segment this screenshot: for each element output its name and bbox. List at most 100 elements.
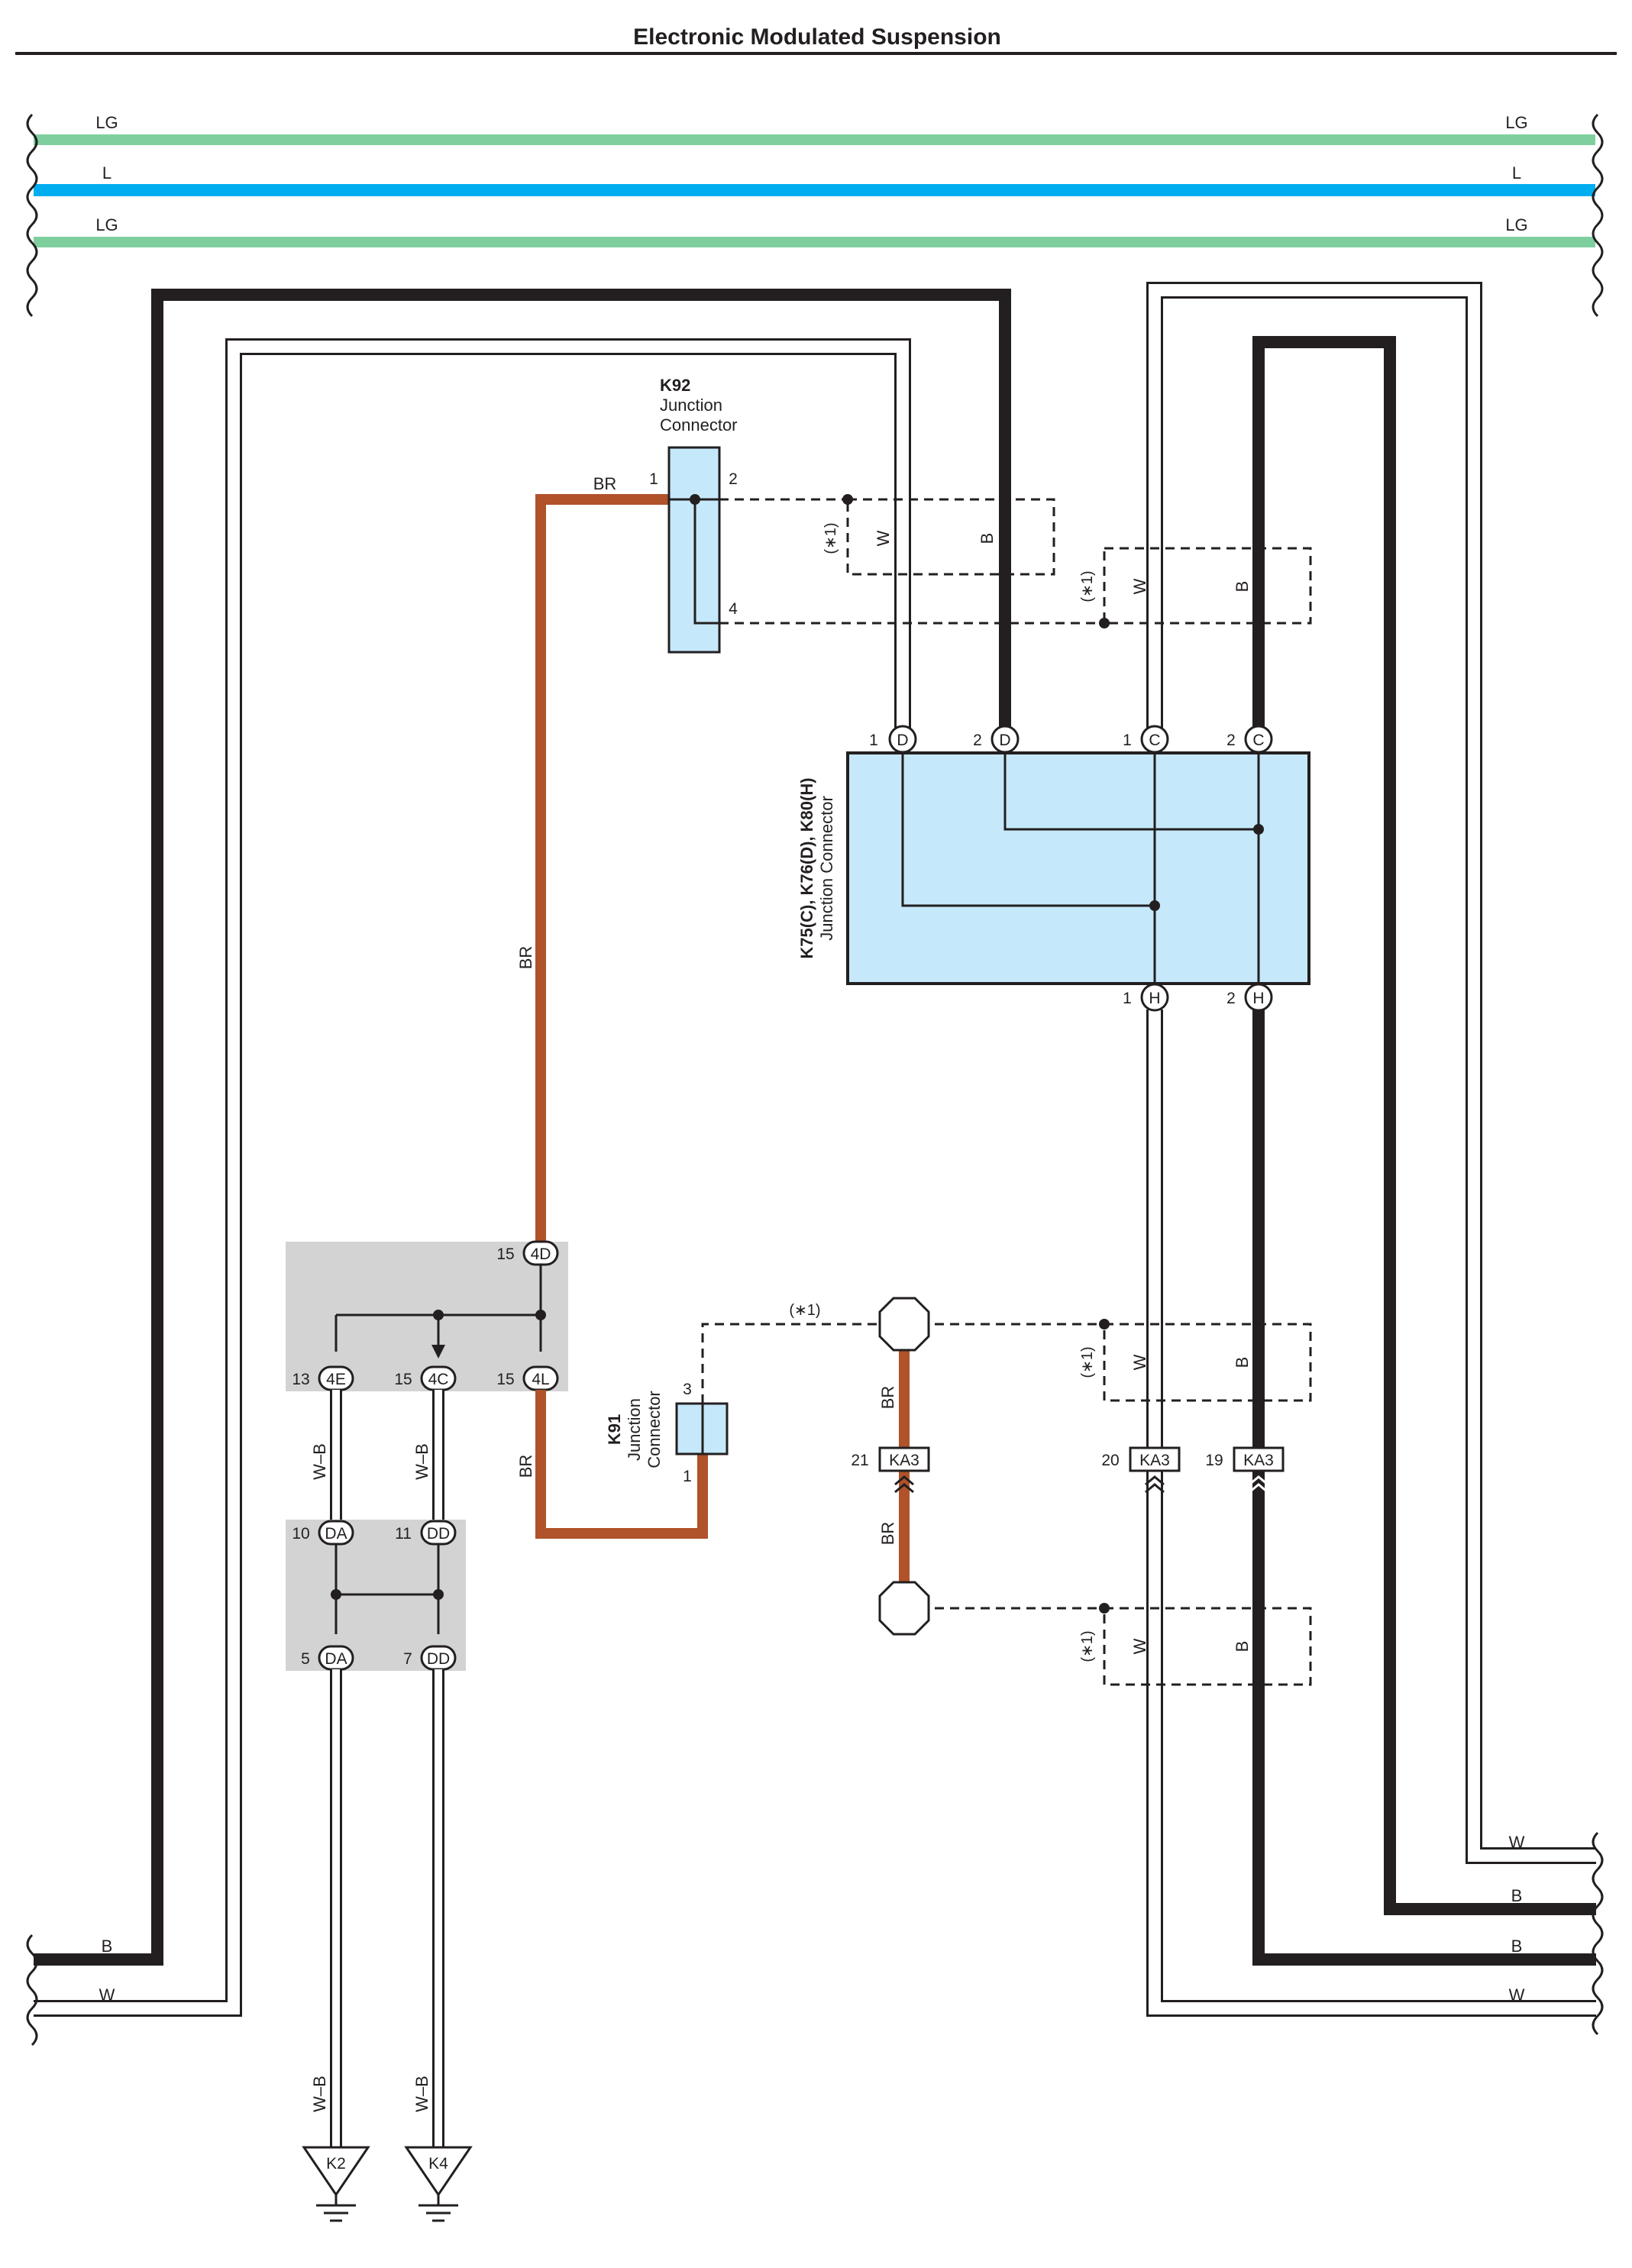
wire-br-k92 <box>535 494 669 1252</box>
ka3-pin-20 <box>1129 1446 1181 1472</box>
k75-terminal-c1 <box>1140 725 1169 754</box>
k91-pin-3: 3 <box>683 1381 692 1398</box>
jb1-terminal-id: 4E <box>326 1371 346 1388</box>
wire-w-right-outer-fill <box>1149 284 1596 1862</box>
jb1-pin-number: 15 <box>496 1245 514 1263</box>
wire-label-br: BR <box>516 1455 535 1478</box>
jb2-terminal-id: DD <box>427 1525 450 1543</box>
k92-pin-4: 4 <box>729 600 738 618</box>
k75-terminal-c2 <box>1244 725 1273 754</box>
k75-pin-number: 2 <box>973 732 982 749</box>
k75-terminal-h2 <box>1244 983 1273 1012</box>
k75-pin-number: 2 <box>1226 732 1236 749</box>
ground-label: K4 <box>428 2155 448 2173</box>
ka3-pin-19 <box>1233 1446 1285 1472</box>
shield-box <box>1103 1323 1312 1402</box>
wire-l <box>34 184 1595 196</box>
k75-body <box>846 751 1310 985</box>
shield-wire-w: W <box>1130 578 1149 594</box>
k91-shield: (∗1) (∗1) W B (∗1) W B <box>701 1302 1312 1686</box>
splice-octagon <box>878 1581 930 1636</box>
top-bus-wires: LG L LG LG L LG <box>26 113 1604 318</box>
shield-note: (∗1) <box>789 1302 820 1319</box>
k75-splice-dot <box>1149 900 1160 911</box>
wire-w-right-outer-outline <box>1146 282 1596 1864</box>
shield-note: (∗1) <box>1079 1630 1096 1662</box>
k75-splice-dot <box>1253 824 1264 835</box>
jb2-terminal-id: DA <box>325 1525 347 1543</box>
k75-terminal-id: D <box>897 732 908 749</box>
k92-junction-connector: K92 Junction Connector 1 2 4 <box>649 376 738 654</box>
break-mark-left <box>26 113 38 318</box>
ka3-pin-21 <box>878 1446 930 1472</box>
k75-pin-number: 1 <box>869 732 878 749</box>
ground-icon <box>419 2195 458 2222</box>
k75-code: K75(C), K76(D), K80(H) <box>797 777 816 958</box>
ka3-id: KA3 <box>889 1452 919 1469</box>
wire-w-left-outline <box>34 338 911 2017</box>
k92-name-line1: Junction <box>660 396 722 415</box>
shield-wire-b: B <box>1233 581 1252 593</box>
wire-label-w: W <box>99 1985 115 2005</box>
page-title: Electronic Modulated Suspension <box>633 24 1001 50</box>
jb1-terminal-id: 4D <box>531 1245 551 1263</box>
k91-pin-1: 1 <box>683 1468 692 1485</box>
wire-label-wb: W–B <box>412 2076 431 2112</box>
ka3-id: KA3 <box>1139 1452 1170 1469</box>
shield-box <box>1103 1607 1312 1686</box>
shield-wire-w: W <box>1130 1638 1149 1654</box>
jb2-pin-number: 11 <box>395 1525 412 1543</box>
jb1-terminal-4d <box>522 1240 559 1266</box>
ground-k2: K2 <box>302 2146 370 2222</box>
k75-pin-number: 1 <box>1123 990 1132 1007</box>
wire-label-lg: LG <box>1505 215 1527 234</box>
shield-splice-dot <box>1099 618 1110 628</box>
break-mark-bottom-left <box>26 1934 38 2047</box>
k91-name-line1: Junction <box>625 1398 644 1461</box>
wire-label-br: BR <box>878 1386 897 1410</box>
k92-splice-dot <box>690 494 700 505</box>
break-mark-bottom-right <box>1592 1831 1604 2036</box>
ground-triangle <box>404 2146 473 2197</box>
wire-br-k91 <box>535 1390 708 1539</box>
ka3-pin-number: 19 <box>1205 1452 1223 1469</box>
ka3-connectors: KA3 21 KA3 20 KA3 19 <box>851 1446 1285 1494</box>
jb2-terminal-id: DD <box>427 1650 450 1668</box>
jb2-terminal-da-in <box>318 1520 354 1546</box>
wire-label-br: BR <box>878 1522 897 1546</box>
k75-pin-number: 1 <box>1123 732 1132 749</box>
k91-name-line2: Connector <box>645 1391 664 1468</box>
ground-k4: K4 <box>404 2146 473 2222</box>
shield-drain-wire <box>719 498 1104 625</box>
k75-junction-connector: K75(C), K76(D), K80(H) Junction Connecto… <box>797 725 1310 1012</box>
k75-pin-number: 2 <box>1226 990 1236 1007</box>
jb2-splice-dot <box>433 1589 444 1600</box>
wire-label-br: BR <box>593 474 617 493</box>
ka3-pin-number: 20 <box>1101 1452 1119 1469</box>
wire-label-l: L <box>1512 163 1521 183</box>
k92-name-line2: Connector <box>660 415 738 435</box>
jb1-pin-number: 13 <box>292 1371 309 1388</box>
junction-block-2: DA 10 DD 11 DA 5 DD 7 <box>286 1520 466 1671</box>
jb2-pin-number: 5 <box>301 1650 310 1668</box>
k75-terminal-d1 <box>888 725 917 754</box>
jb2-terminal-dd-in <box>420 1520 457 1546</box>
shield-wire-b: B <box>978 533 997 544</box>
wire-label-b: B <box>102 1937 113 1956</box>
wire-w-left-fill <box>34 341 909 2014</box>
jb1-terminal-id: 4C <box>428 1371 449 1388</box>
wire-lg-top <box>34 134 1595 145</box>
ka3-pin-number: 21 <box>851 1452 868 1469</box>
shield-note: (∗1) <box>822 522 839 554</box>
k92-code: K92 <box>660 376 690 395</box>
shield-drain-wire <box>701 1323 1104 1610</box>
k75-terminal-id: C <box>1149 732 1160 749</box>
wire-label-wb: W–B <box>310 1443 329 1480</box>
ka3-chevron <box>894 1475 914 1494</box>
k75-terminal-id: C <box>1252 732 1264 749</box>
wire-label-lg: LG <box>95 113 118 132</box>
wire-label-lg: LG <box>95 215 118 234</box>
ka3-chevron <box>1249 1475 1268 1494</box>
ground-triangle <box>302 2146 370 2197</box>
ka3-id: KA3 <box>1243 1452 1274 1469</box>
